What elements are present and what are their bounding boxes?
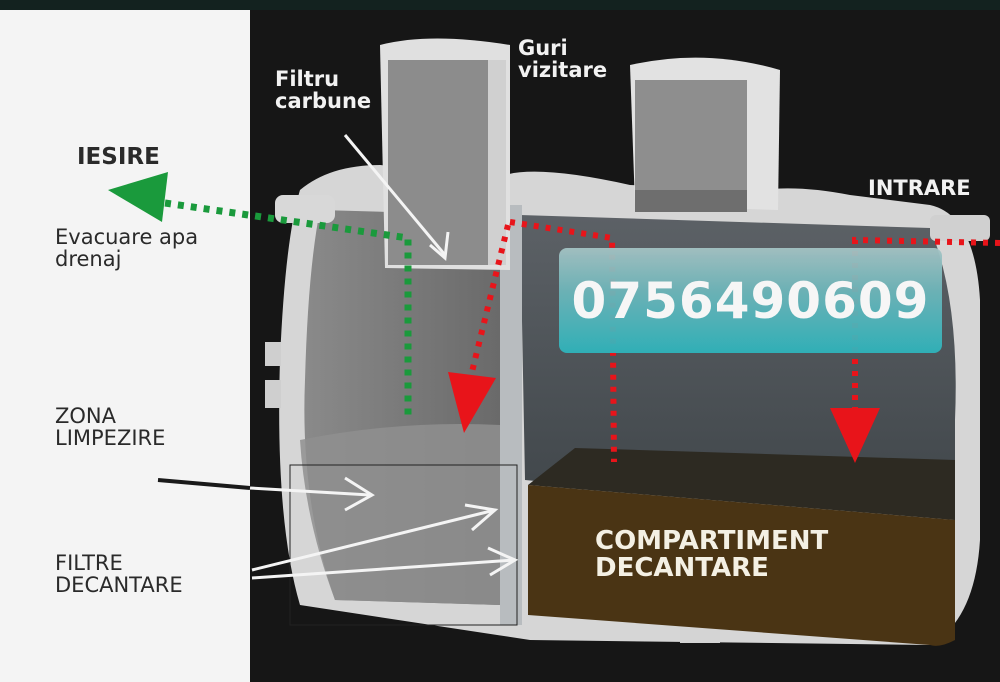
phone-banner: 0756490609 bbox=[559, 248, 942, 353]
carbon-filter-label: Filtru carbune bbox=[275, 67, 372, 114]
zone-pointer-line bbox=[157, 478, 251, 490]
outlet-flow-arrow bbox=[108, 172, 412, 420]
outlet-label: IESIRE bbox=[77, 144, 160, 170]
carbon-filter-tower bbox=[380, 38, 510, 270]
clarification-zone-label: ZONA LIMPEZIRE bbox=[55, 404, 166, 451]
outlet-description: Evacuare apa drenaj bbox=[55, 225, 199, 272]
label-panel bbox=[0, 10, 250, 682]
inspection-ports-label: Guri vizitare bbox=[518, 36, 608, 83]
clarification-water bbox=[300, 424, 500, 605]
inlet-arrowhead-right bbox=[830, 408, 880, 463]
sludge-layer bbox=[528, 448, 955, 646]
inlet-flow-arrows bbox=[467, 219, 1000, 463]
inspection-port bbox=[630, 57, 780, 212]
inlet-arrowhead-left bbox=[448, 372, 496, 433]
filter-box-outline bbox=[289, 464, 518, 626]
settling-compartment-label: COMPARTIMENT DECANTARE bbox=[595, 526, 829, 584]
settling-filters-label: FILTRE DECANTARE bbox=[55, 551, 183, 598]
phone-number[interactable]: 0756490609 bbox=[571, 271, 930, 330]
inlet-label: INTRARE bbox=[868, 176, 971, 200]
top-bar bbox=[0, 0, 1000, 10]
pointer-arrows bbox=[249, 134, 519, 580]
